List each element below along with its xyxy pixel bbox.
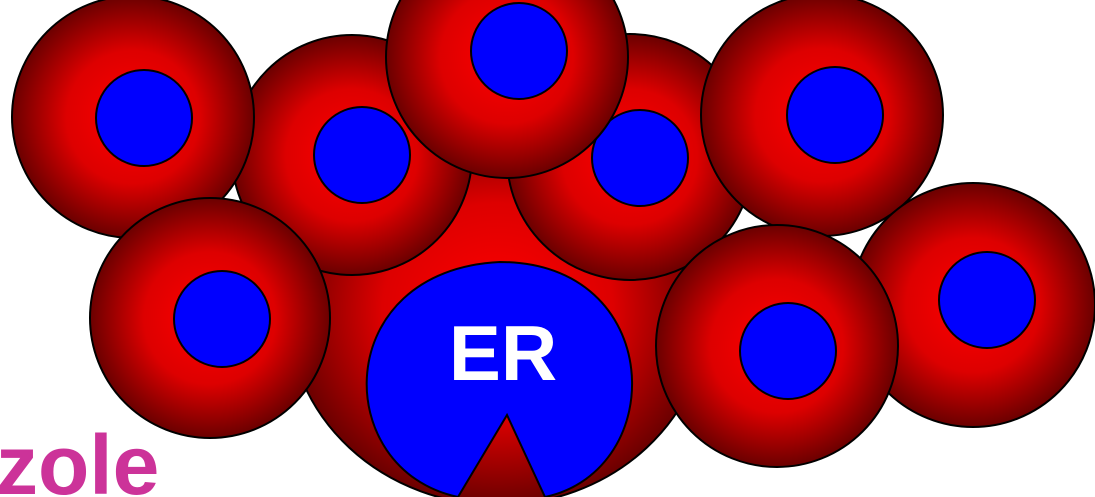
nucleus (787, 67, 883, 163)
nucleus (471, 3, 567, 99)
nucleus (939, 252, 1035, 348)
cell-far-upper-right (701, 0, 943, 236)
nucleus (740, 303, 836, 399)
nucleus (174, 271, 270, 367)
cell-lower-left (90, 198, 330, 438)
er-label: ER (449, 309, 557, 397)
drug-label: zole (0, 418, 159, 497)
cell-lower-right (656, 225, 898, 467)
nucleus (96, 70, 192, 166)
nucleus (314, 107, 410, 203)
